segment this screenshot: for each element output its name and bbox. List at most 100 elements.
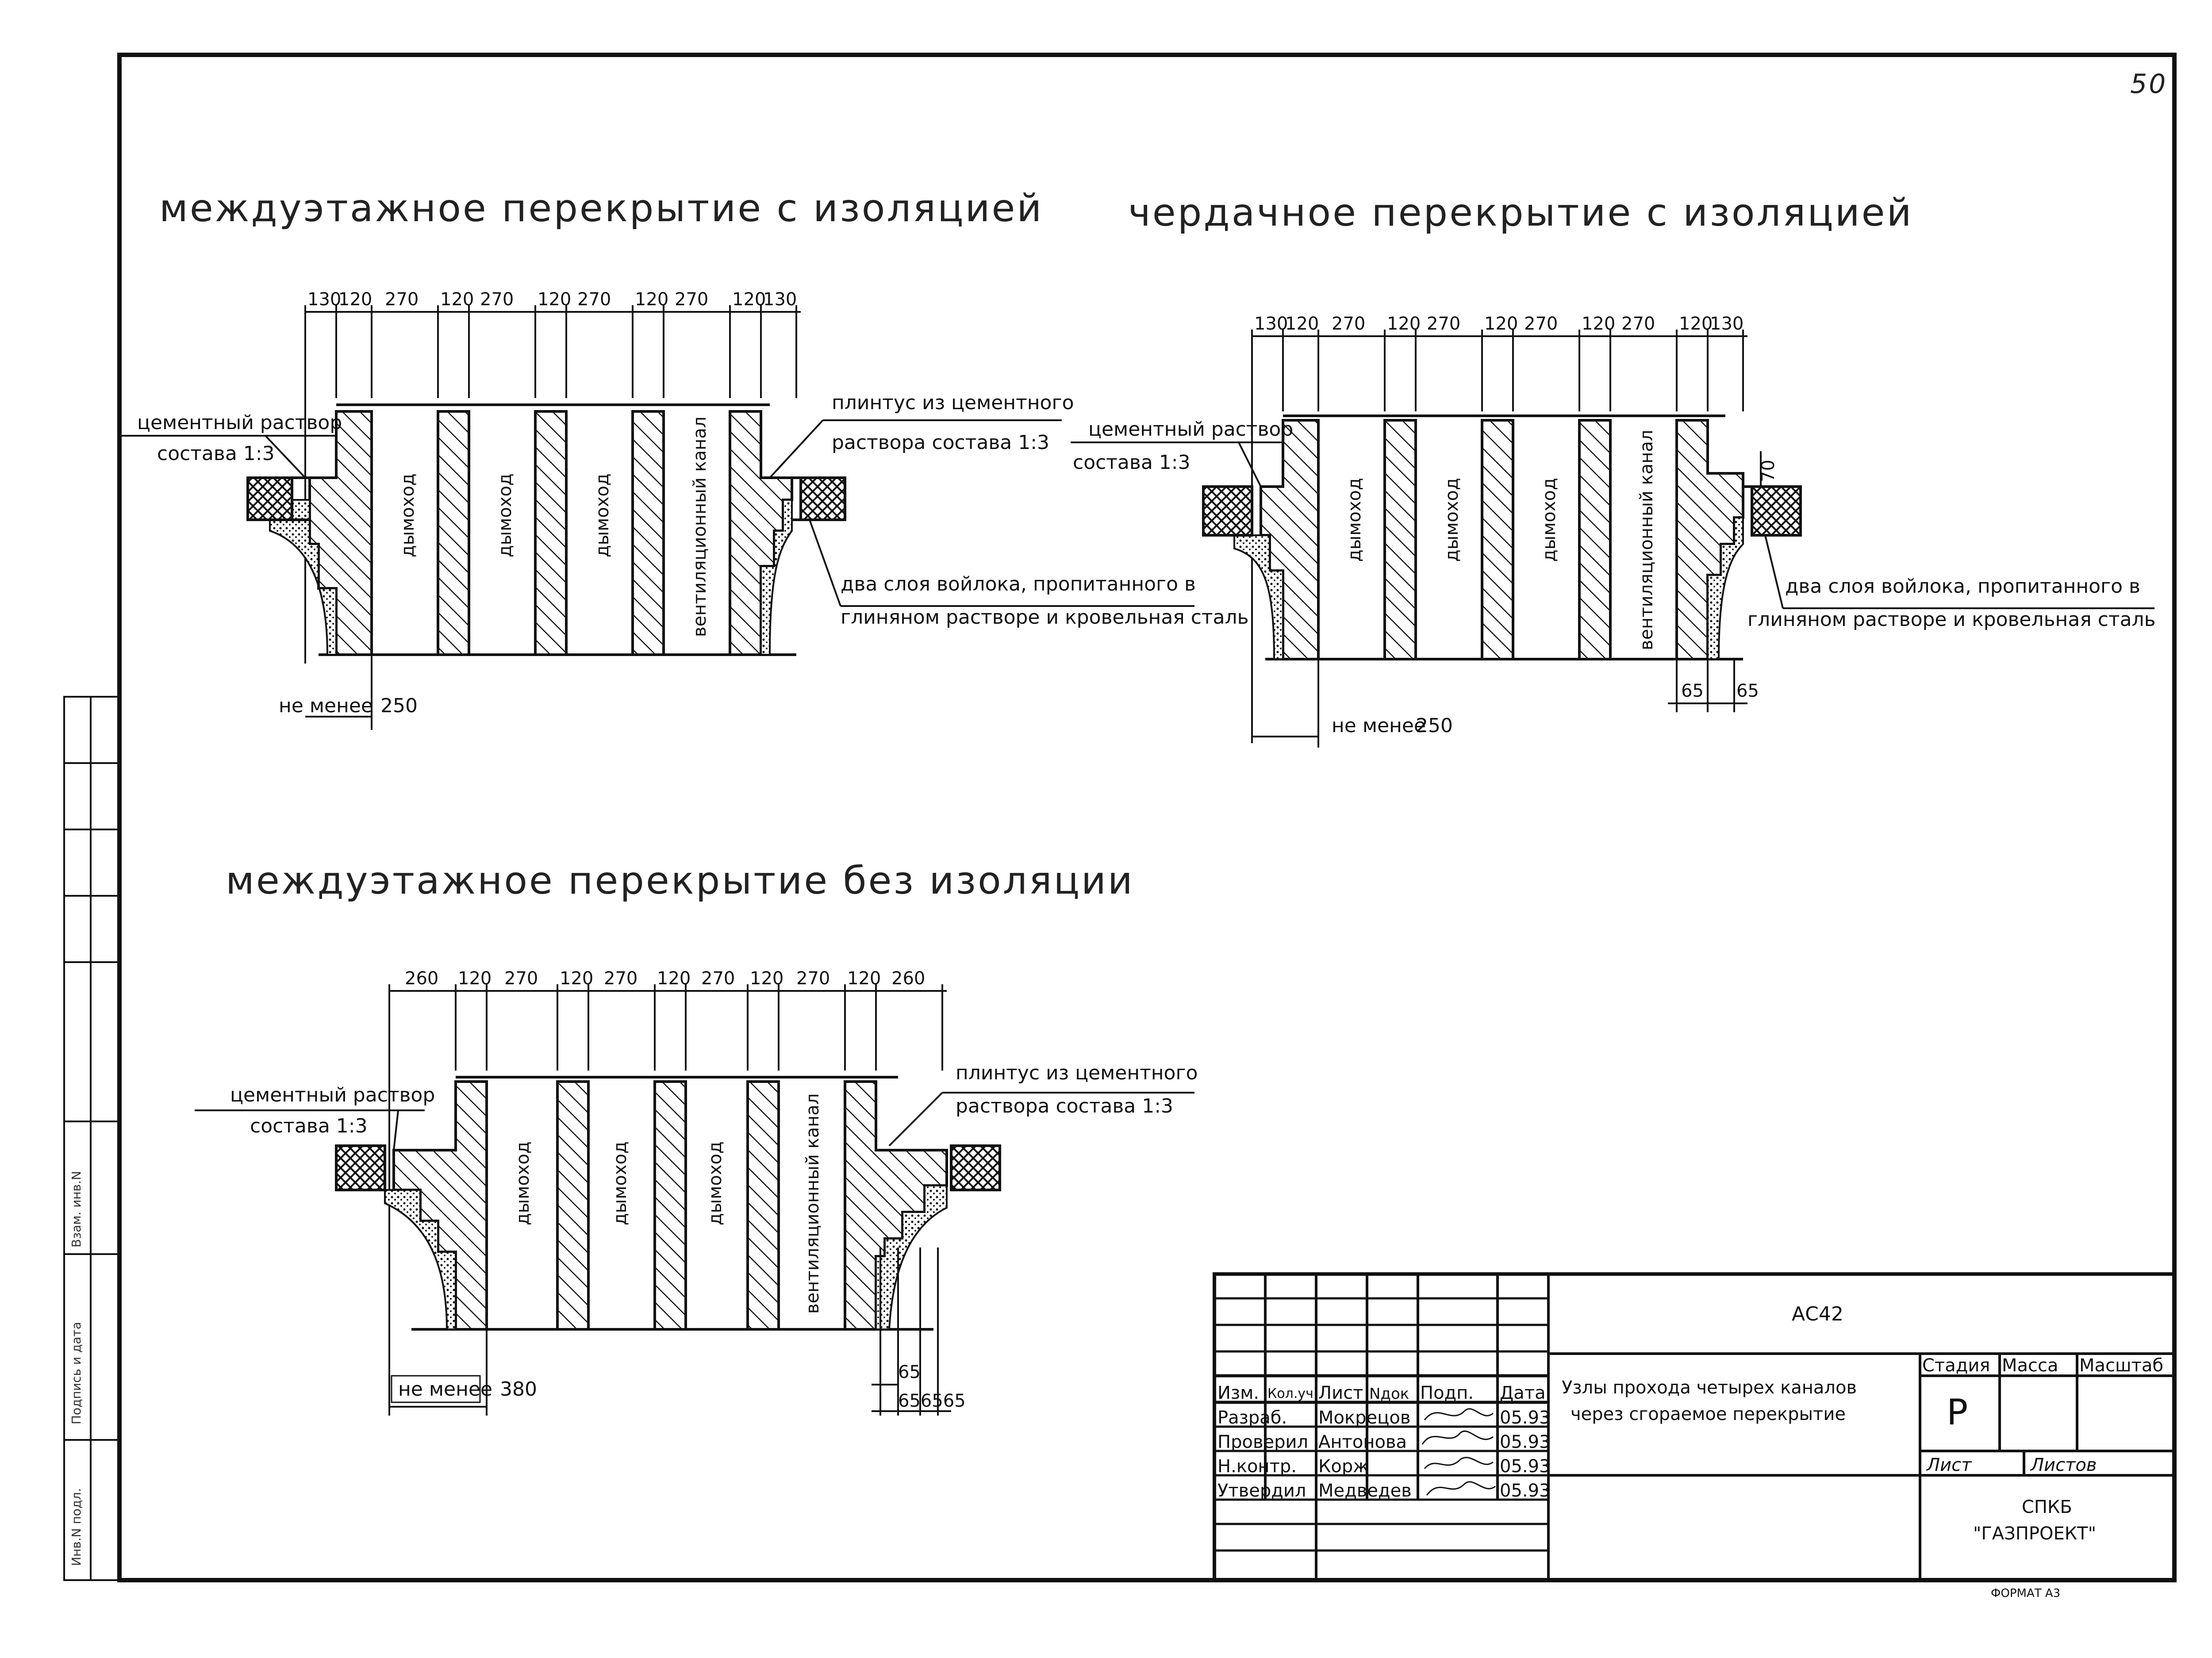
tb-header-qty: Кол.уч. (1267, 1386, 1317, 1401)
s3-dim-2: 270 (504, 968, 538, 989)
s2-mortar-label-1: цементный раствор (1088, 418, 1293, 441)
side-stamp-inventory: Инв.N подл. (69, 1488, 84, 1566)
tb-org-1: СПКБ (2022, 1497, 2072, 1517)
tb-header-sheet: Лист (1318, 1383, 1363, 1403)
tb-row-1-date: 05.93 (1500, 1408, 1551, 1428)
tb-code: АС42 (1792, 1303, 1843, 1325)
s1-wall-2 (437, 410, 470, 656)
s1-wall-left (308, 410, 373, 656)
tb-header-date: Дата (1500, 1383, 1546, 1403)
s3-wall-2 (556, 1080, 590, 1331)
s3-dim-9: 120 (847, 968, 881, 989)
s1-min-value: 250 (380, 695, 418, 717)
s1-felt-left (246, 476, 293, 521)
s3-plinth-label-2: раствора состава 1:3 (956, 1095, 1173, 1117)
s1-felt-right (799, 476, 846, 521)
tb-row-3-role: Н.контр. (1217, 1456, 1297, 1477)
s2-felt-left (1202, 485, 1253, 537)
signatures (1421, 1408, 1496, 1496)
s1-plinth-label-1: плинтус из цементного (832, 391, 1074, 414)
s1-dim-9: 120 (732, 289, 766, 310)
s3-mortar-label-2: состава 1:3 (250, 1115, 368, 1137)
s3-dim-1: 120 (458, 968, 492, 989)
tb-row-4-role: Утвердил (1217, 1481, 1306, 1501)
s2-dim-10: 130 (1710, 314, 1743, 334)
s2-felt-right (1751, 485, 1802, 537)
s2-dim-0: 130 (1254, 314, 1288, 334)
s1-channel-1: дымоход (398, 473, 418, 557)
s1-dim-1: 120 (338, 289, 372, 310)
tb-row-4-date: 05.93 (1500, 1481, 1551, 1501)
tb-row-2-name: Антонова (1318, 1432, 1407, 1452)
tb-header-sign: Подп. (1420, 1383, 1474, 1403)
s2-mortar-right (1707, 517, 1744, 660)
tb-row-2-date: 05.93 (1500, 1432, 1551, 1452)
s1-mortar-left (269, 499, 337, 656)
s1-dim-10: 130 (763, 289, 797, 310)
tb-row-3-date: 05.93 (1500, 1456, 1551, 1477)
s1-dim-8: 270 (675, 289, 708, 310)
section-1-dimensions: 130 120 270 120 270 120 270 120 270 120 … (304, 289, 801, 664)
s3-wall-3 (653, 1080, 687, 1331)
s3-dim-7: 120 (750, 968, 783, 989)
s1-felt-label-1: два слоя войлока, пропитанного в (841, 573, 1196, 595)
tb-row-3-name: Корж (1318, 1456, 1369, 1477)
s3-dim-3: 120 (560, 968, 593, 989)
s2-channel-4: вентиляционный канал (1636, 430, 1657, 650)
s2-dim-65b: 65 (1736, 681, 1759, 701)
s2-dim-5: 120 (1484, 314, 1518, 334)
section-3-title: междуэтажное перекрытие без изоляции (226, 859, 1134, 903)
tb-format: ФОРМАТ А3 (1991, 1587, 2060, 1600)
tb-mass-label: Масса (2002, 1355, 2058, 1376)
tb-description-2: через сгораемое перекрытие (1571, 1404, 1846, 1424)
section-1-title: междуэтажное перекрытие с изоляцией (159, 186, 1043, 230)
section-1: междуэтажное перекрытие с изоляцией 130 … (119, 186, 1249, 730)
side-stamp-signature: Подпись и дата (69, 1322, 84, 1424)
s2-wall-4 (1578, 419, 1612, 660)
s1-dim-5: 120 (538, 289, 571, 310)
tb-stage-value: Р (1947, 1392, 1968, 1433)
s3-mortar-label-1: цементный раствор (230, 1084, 435, 1106)
s3-dim-4: 270 (604, 968, 637, 989)
tb-sheet-label: Лист (1926, 1455, 1972, 1475)
side-stamp: Взам. инв.N Подпись и дата Инв.N подл. (63, 696, 120, 1581)
s2-dim-4: 270 (1427, 314, 1460, 334)
s3-channel-2: дымоход (610, 1141, 630, 1225)
s1-dim-4: 270 (480, 289, 514, 310)
s2-felt-label-1: два слоя войлока, пропитанного в (1785, 575, 2140, 598)
s2-dim-6: 270 (1524, 314, 1558, 334)
s3-felt-left (335, 1144, 386, 1191)
tb-description-1: Узлы прохода четырех каналов (1562, 1378, 1857, 1398)
s1-channel-3: дымоход (592, 473, 613, 557)
side-stamp-replaced: Взам. инв.N (69, 1171, 84, 1247)
s1-felt-label-2: глиняном растворе и кровельная сталь (841, 606, 1249, 629)
tb-row-1-role: Разраб. (1217, 1408, 1287, 1428)
tb-row-1-name: Мокрецов (1318, 1408, 1410, 1428)
s1-plinth-label-2: раствора состава 1:3 (832, 431, 1049, 454)
s2-wall-2 (1383, 419, 1417, 660)
s1-mortar-label-1: цементный раствор (137, 411, 342, 434)
sheet-frame (117, 53, 2177, 1582)
s3-dim-65-top: 65 (898, 1362, 921, 1382)
s1-channel-4: вентиляционный канал (690, 417, 710, 637)
tb-row-2-role: Проверил (1217, 1432, 1308, 1452)
s1-mortar-right (760, 499, 793, 656)
title-block: АС42 Узлы прохода четырех каналов через … (1213, 1272, 2176, 1600)
s2-min-value: 250 (1416, 714, 1453, 737)
section-2: чердачное перекрытие с изоляцией 130 120… (1071, 191, 2156, 748)
tb-header-doc: Nдок (1369, 1385, 1409, 1403)
s2-mortar-left (1233, 534, 1284, 660)
s3-min-value: 380 (500, 1378, 537, 1401)
sheet-number: 50 (2130, 69, 2167, 100)
s3-dim-5: 120 (657, 968, 691, 989)
s1-mortar-label-2: состава 1:3 (157, 442, 275, 465)
s1-dim-2: 270 (385, 289, 419, 310)
s3-min-label: не менее (398, 1378, 492, 1401)
s3-dim-65-row: 656565 (898, 1391, 966, 1411)
s2-mortar-label-2: состава 1:3 (1073, 451, 1190, 474)
section-2-title: чердачное перекрытие с изоляцией (1128, 191, 1913, 235)
s2-dim-2: 270 (1332, 314, 1365, 334)
tb-stage-label: Стадия (1922, 1355, 1990, 1376)
s3-felt-right (950, 1144, 1001, 1191)
